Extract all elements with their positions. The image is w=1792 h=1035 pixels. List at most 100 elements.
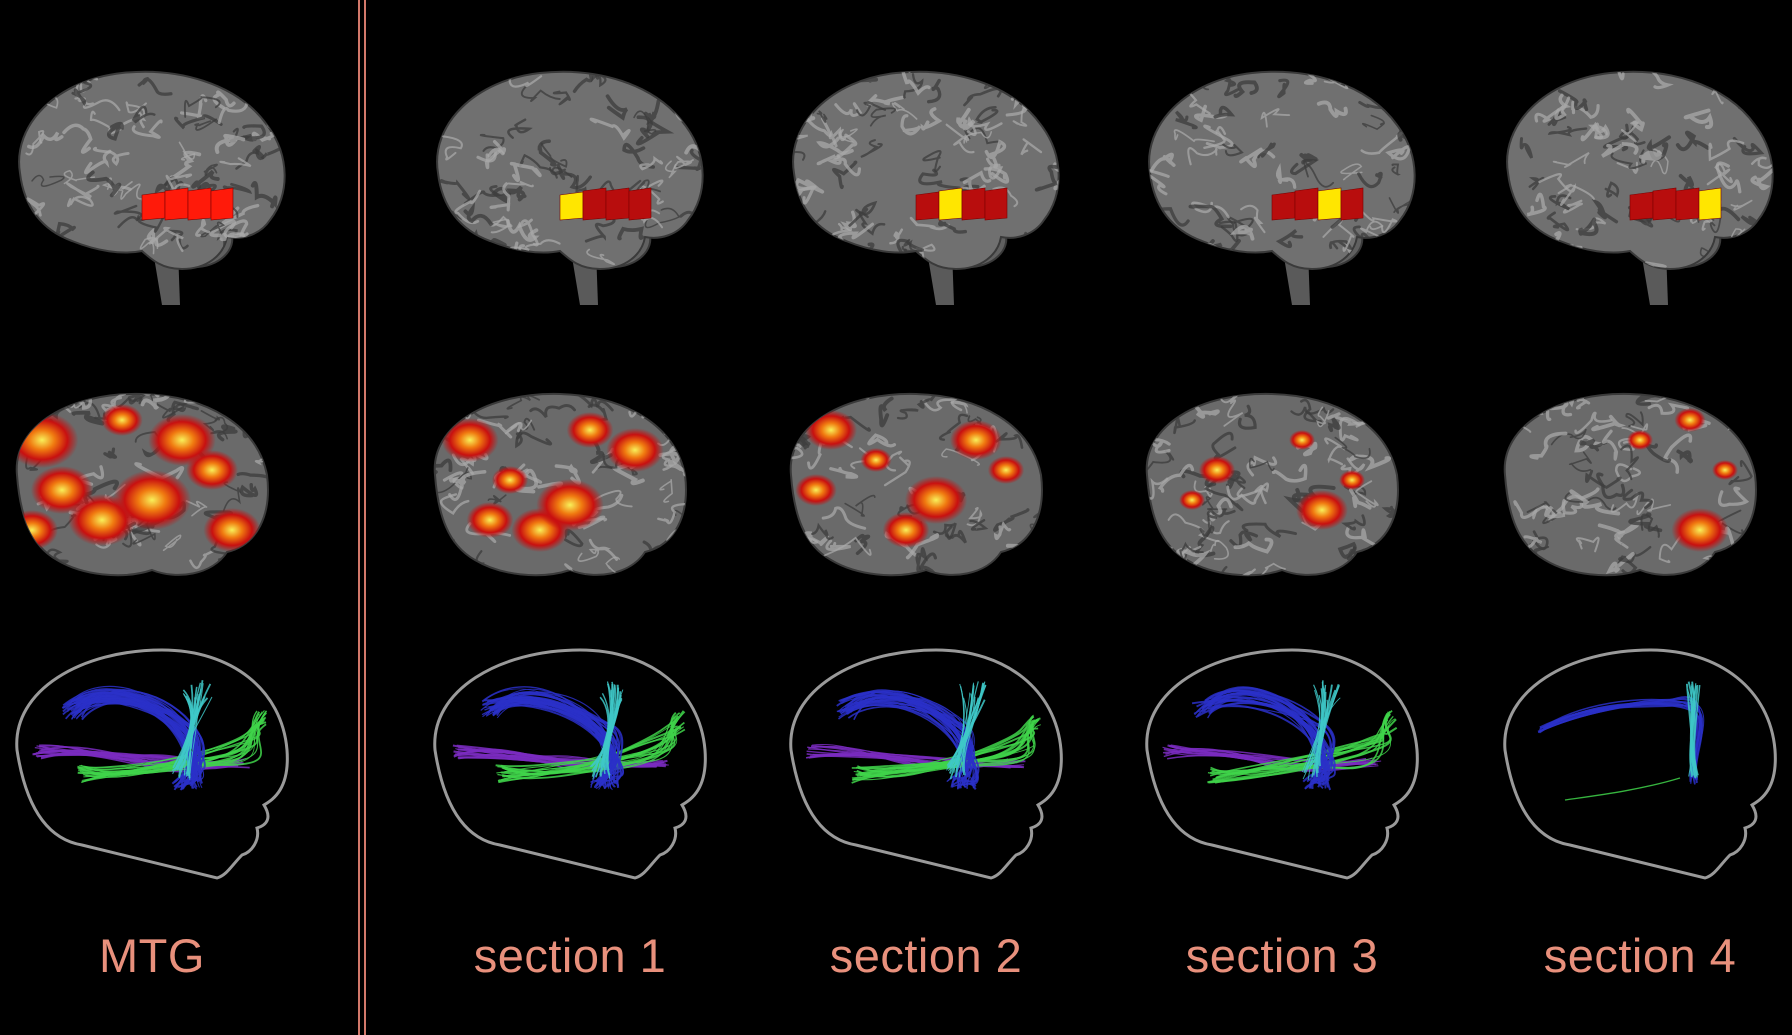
tractography: [776, 640, 1076, 880]
roi-segment: [582, 187, 607, 221]
activation-blob: [466, 502, 514, 538]
tractography: [420, 640, 720, 880]
roi-segment: [187, 187, 212, 221]
column-section-3: section 3: [1132, 0, 1432, 1035]
fiber: [72, 688, 196, 788]
brain-surface-roi: [420, 55, 720, 310]
activation-blob: [1179, 490, 1205, 510]
head-outline: [789, 648, 1063, 880]
activation-blob: [1198, 456, 1236, 484]
head-outline: [433, 648, 707, 880]
activation-blob: [113, 470, 191, 530]
activation-map: [2, 380, 302, 590]
roi-segment: [164, 187, 189, 221]
fiber: [1539, 698, 1705, 779]
fiber: [1540, 701, 1702, 781]
roi-segment: [1652, 187, 1677, 221]
fiber: [1537, 698, 1701, 784]
fiber: [1539, 702, 1697, 785]
activation-blob: [101, 404, 143, 436]
fiber: [489, 697, 616, 786]
activation-blob: [904, 476, 968, 524]
column-section-1: section 1: [420, 0, 720, 1035]
tractography: [1132, 640, 1432, 880]
activation-blob: [1296, 490, 1348, 530]
column-mtg: MTG: [2, 0, 302, 1035]
roi-segment: [1317, 187, 1342, 221]
activation-blob: [1712, 460, 1738, 480]
fiber: [186, 698, 194, 776]
fiber: [962, 681, 979, 776]
column-section-2: section 2: [776, 0, 1076, 1035]
activation-map: [420, 380, 720, 590]
roi-segment: [628, 187, 652, 221]
activation-blob: [203, 508, 261, 552]
tractography: [1490, 640, 1790, 880]
roi-segment: [1340, 187, 1364, 221]
divider-right: [364, 0, 366, 1035]
fiber: [1214, 710, 1393, 784]
activation-blob: [491, 466, 529, 494]
column-section-4: section 4: [1490, 0, 1790, 1035]
column-label: section 2: [829, 929, 1023, 982]
fiber: [947, 684, 985, 769]
activation-blob: [441, 418, 499, 462]
roi-segment: [1271, 191, 1296, 221]
fiber: [484, 699, 615, 789]
activation-blob: [1289, 430, 1315, 450]
activation-blob: [16, 510, 58, 550]
roi-segment: [559, 191, 584, 221]
head-outline: [1145, 648, 1419, 880]
activation-blob: [987, 456, 1025, 484]
fiber: [953, 692, 971, 773]
activation-blob: [882, 512, 930, 548]
fiber: [78, 712, 267, 771]
fiber: [1162, 749, 1377, 766]
tractography: [2, 640, 302, 880]
roi-segment: [984, 187, 1008, 221]
roi-segment: [605, 187, 630, 221]
fiber: [1306, 694, 1323, 770]
fiber: [1207, 710, 1391, 776]
activation-blob: [566, 412, 614, 448]
column-label: MTG: [99, 929, 205, 982]
activation-blob: [30, 466, 94, 514]
fiber: [486, 698, 609, 788]
fiber: [1564, 777, 1681, 801]
roi-segment: [938, 187, 963, 221]
activation-blob: [606, 428, 664, 472]
column-label: section 3: [1185, 929, 1379, 982]
fiber: [856, 728, 1033, 769]
brain-surface-roi: [776, 55, 1076, 310]
activation-blob: [1627, 430, 1653, 450]
activation-blob: [860, 448, 892, 472]
activation-map: [776, 380, 1076, 590]
fiber: [1207, 694, 1327, 790]
fiber: [1301, 697, 1341, 773]
fiber: [497, 727, 682, 777]
fiber: [85, 710, 258, 773]
activation-blob: [1671, 508, 1729, 552]
activation-blob: [1674, 408, 1706, 432]
brain-surface-roi: [2, 55, 302, 310]
fiber: [1543, 696, 1701, 779]
fiber: [955, 685, 975, 778]
activation-blob: [795, 474, 837, 506]
fiber: [1687, 681, 1694, 776]
head-outline: [1503, 648, 1777, 880]
cortex: [436, 70, 704, 271]
activation-blob: [805, 410, 857, 450]
fiber: [498, 702, 618, 789]
roi-segment: [141, 191, 166, 221]
fiber: [77, 716, 267, 775]
roi-segment: [210, 187, 234, 221]
roi-segment: [1698, 187, 1722, 221]
divider-left: [358, 0, 360, 1035]
fiber: [602, 681, 615, 768]
cortex: [1506, 70, 1774, 271]
roi-segment: [915, 191, 940, 221]
fiber: [807, 748, 1025, 767]
fiber: [955, 696, 976, 766]
fiber: [498, 712, 681, 781]
roi-segment: [1294, 187, 1319, 221]
